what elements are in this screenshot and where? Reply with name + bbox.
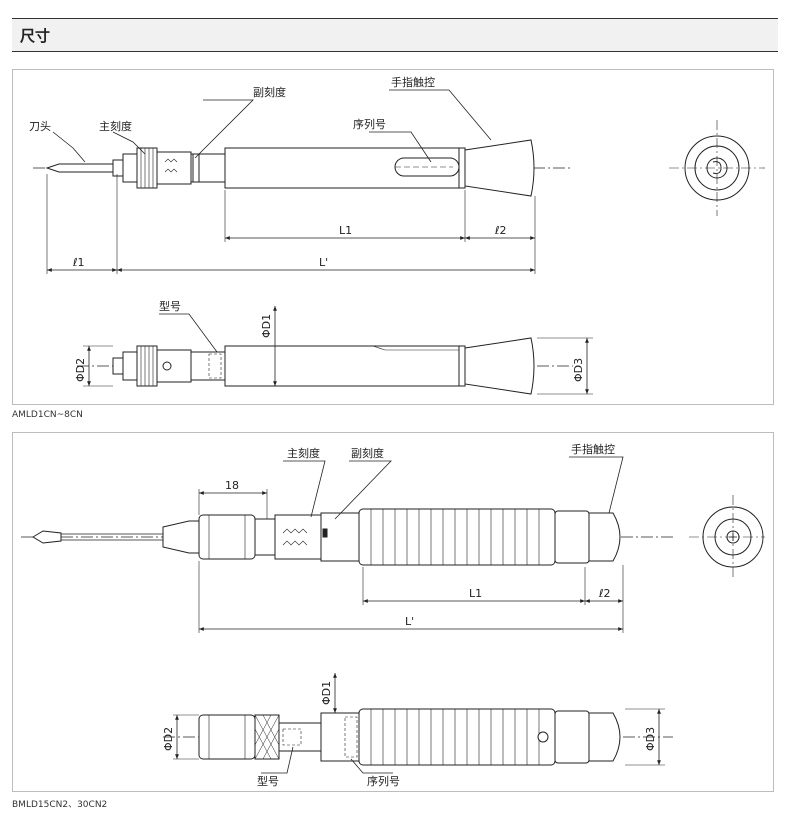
dim-L1-b: L1 [469,587,482,600]
fluted-handle-b [358,508,556,566]
dim-L-prime-a: L' [319,256,328,269]
knurled-ring-a-side [136,345,158,387]
section-title: 尺寸 [20,27,51,45]
blade-bit-a [45,163,114,173]
dim-D3-a: ΦD3 [572,358,585,382]
knurled-ring-a [136,147,158,189]
label-blade-a: 刀头 [29,120,51,133]
dim-D1-b: ΦD1 [320,681,333,705]
main-scale-sleeve-b [274,514,322,560]
dim-l2-a: ℓ2 [494,224,507,237]
label-finger-grip-b: 手指触控 [571,442,615,456]
label-sub-scale-a: 副刻度 [253,85,286,99]
dim-L1-a: L1 [339,224,352,237]
label-model-number-a: 型号 [159,299,181,313]
label-main-scale-a: 主刻度 [99,119,132,133]
dim-D2-a: ΦD2 [74,358,87,382]
dim-D3-b: ΦD3 [644,727,657,751]
finger-grip-a [464,139,535,197]
dim-l1-small-a: ℓ1 [72,256,85,269]
model-window-b [282,728,302,746]
label-sub-scale-b: 副刻度 [351,446,384,460]
serial-window-b [344,716,358,758]
diagram-a-drawing: 刀头 主刻度 副刻度 手指触控 序列号 L1 ℓ2 ℓ1 L' 型号 ΦD1 Φ… [29,75,765,395]
diagram-panel-a: 刀头 主刻度 副刻度 手指触控 序列号 L1 ℓ2 ℓ1 L' 型号 ΦD1 Φ… [12,69,774,405]
label-serial-number-b: 序列号 [367,774,400,788]
label-finger-grip-a: 手指触控 [391,75,435,89]
end-view-b [689,495,765,579]
dim-D2-b: ΦD2 [162,727,175,751]
main-scale-sleeve-a [156,151,192,185]
caption-b: BMLD15CN2、30CN2 [12,800,108,810]
phillips-bit-b [32,530,163,544]
caption-a: AMLD1CN~8CN [12,410,83,420]
dim-l2-b: ℓ2 [598,587,611,600]
label-serial-number-a: 序列号 [353,117,386,131]
label-main-scale-b: 主刻度 [287,446,320,460]
dim-18-b: 18 [225,479,239,492]
end-view-a [669,120,765,216]
diagram-panel-b: 主刻度 副刻度 手指触控 18 L1 ℓ2 L' ΦD1 ΦD2 ΦD3 型号 … [12,432,774,792]
bit-holder-b [198,514,256,560]
dim-D1-a: ΦD1 [260,314,273,338]
knurled-sleeve-b-side [254,714,280,760]
model-window-a [208,353,222,379]
section-header: 尺寸 [12,18,778,52]
finger-grip-b [588,512,621,562]
dim-L-prime-b: L' [405,615,414,628]
label-model-number-b: 型号 [257,774,279,788]
diagram-b-drawing: 主刻度 副刻度 手指触控 18 L1 ℓ2 L' ΦD1 ΦD2 ΦD3 型号 … [21,442,765,788]
